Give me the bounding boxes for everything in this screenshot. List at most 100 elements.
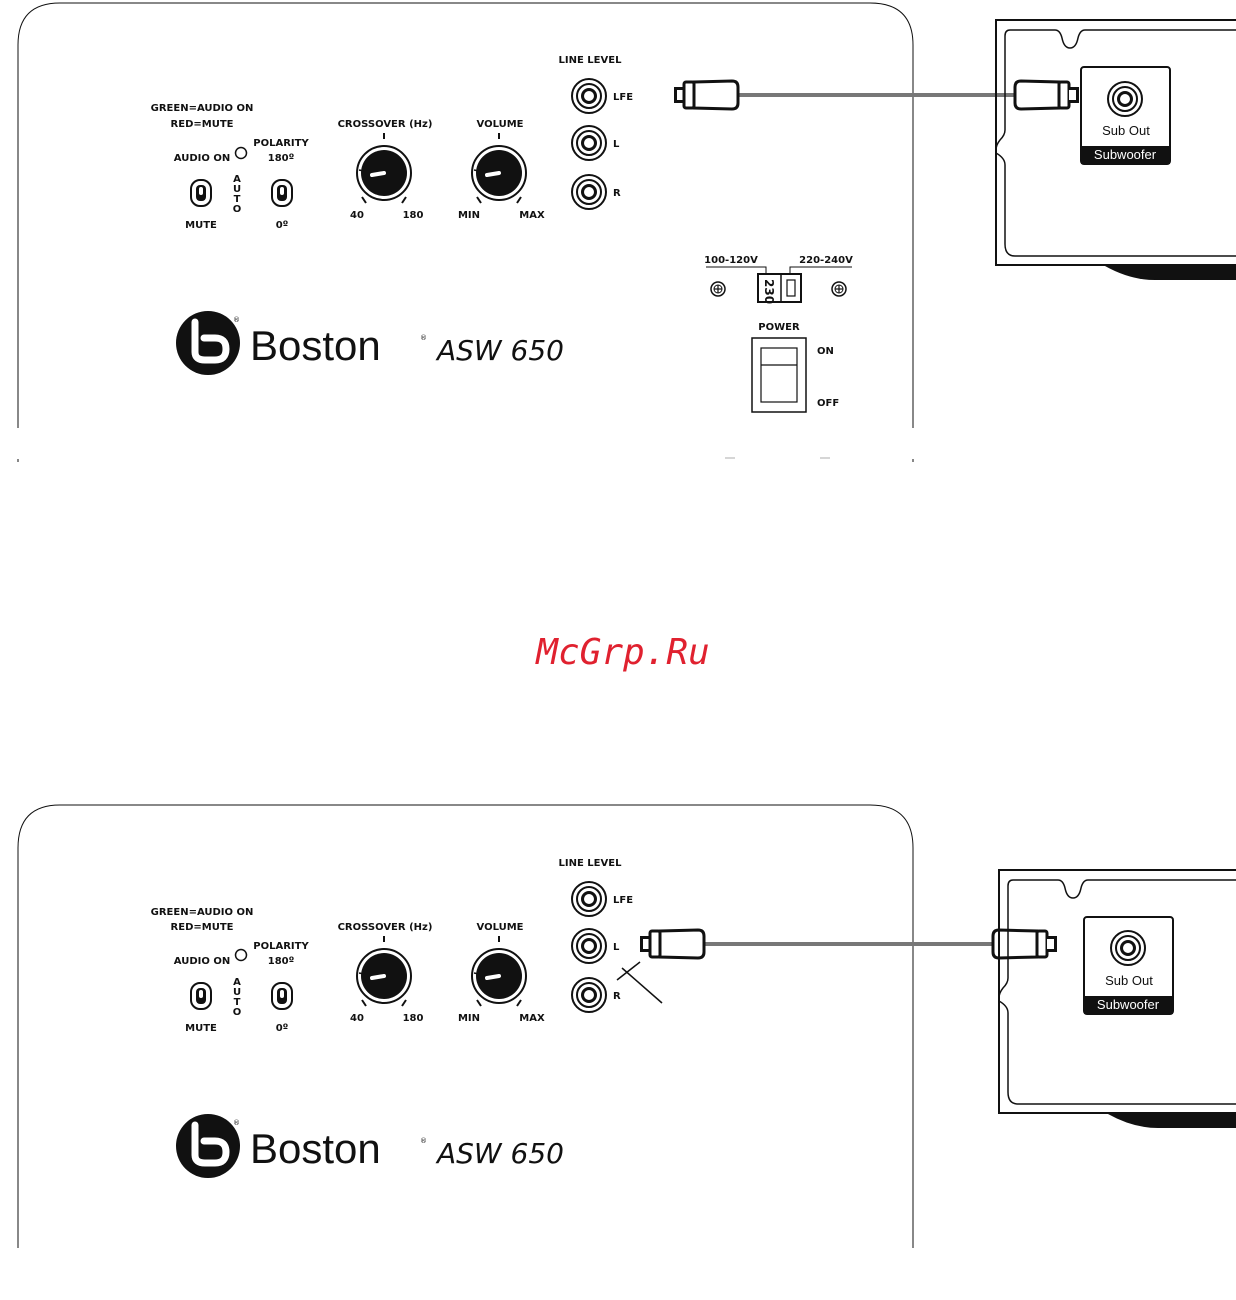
mute-switch[interactable]: [190, 179, 212, 207]
crossover-label: CROSSOVER (Hz): [338, 922, 433, 933]
crossover-knob[interactable]: [355, 144, 413, 202]
boston-logo-icon: [176, 311, 240, 375]
voltage-low-label: 100-120V: [704, 255, 758, 266]
screw-icon: [710, 281, 726, 297]
volume-label: VOLUME: [477, 119, 524, 130]
polarity-0-label: 0º: [276, 1023, 289, 1034]
polarity-0-label: 0º: [276, 220, 289, 231]
panel-2: GREEN=AUDIO ON RED=MUTE AUDIO ON MUTE A …: [17, 804, 1236, 1248]
rca-plug: [672, 79, 740, 111]
crossover-label: CROSSOVER (Hz): [338, 119, 433, 130]
polarity-label: POLARITY: [253, 941, 309, 952]
rca-plug: [991, 928, 1059, 960]
right-label: R: [613, 991, 621, 1002]
volume-label: VOLUME: [477, 922, 524, 933]
amp-panel-outline: [17, 2, 914, 428]
polarity-label: POLARITY: [253, 138, 309, 149]
brand-name: Boston: [250, 322, 381, 369]
auto-letter: T: [234, 997, 241, 1008]
subwoofer-label: Subwoofer: [1094, 147, 1157, 162]
auto-letter: U: [233, 184, 241, 195]
lfe-label: LFE: [613, 92, 633, 103]
led-note-red: RED=MUTE: [171, 119, 234, 130]
lfe-jack[interactable]: [571, 78, 607, 114]
polarity-switch[interactable]: [271, 179, 293, 207]
auto-letter: T: [234, 194, 241, 205]
left-label: L: [613, 942, 620, 953]
audio-on-label: AUDIO ON: [174, 153, 230, 164]
auto-letter: U: [233, 987, 241, 998]
voltage-selector-switch[interactable]: 230: [757, 273, 802, 304]
auto-letter: O: [233, 204, 242, 215]
volume-min: MIN: [458, 210, 480, 221]
crossover-max: 180: [403, 1013, 424, 1024]
screw-icon: [831, 281, 847, 297]
power-off-label: OFF: [817, 398, 839, 409]
sub-out-label: Sub Out: [1105, 973, 1153, 988]
splitter-line: [616, 961, 641, 981]
sub-out-jack[interactable]: [1110, 930, 1146, 966]
rca-plug: [1013, 79, 1081, 111]
left-jack[interactable]: [571, 125, 607, 161]
svg-text:®: ®: [420, 1137, 427, 1145]
line-level-label: LINE LEVEL: [559, 55, 623, 66]
voltage-selector-value: 230: [762, 279, 776, 304]
auto-letter: O: [233, 1007, 242, 1018]
volume-knob[interactable]: [470, 144, 528, 202]
receiver-unit: Sub Out Subwoofer: [998, 869, 1236, 1128]
rca-plug: [638, 928, 706, 960]
svg-text:®: ®: [420, 334, 427, 342]
led-note-red: RED=MUTE: [171, 922, 234, 933]
audio-on-label: AUDIO ON: [174, 956, 230, 967]
crossover-min: 40: [350, 210, 364, 221]
polarity-switch[interactable]: [271, 982, 293, 1010]
svg-text:®: ®: [233, 316, 240, 324]
line-level-label: LINE LEVEL: [559, 858, 623, 869]
mute-switch[interactable]: [190, 982, 212, 1010]
led-note-green: GREEN=AUDIO ON: [151, 907, 254, 918]
power-label: POWER: [758, 322, 800, 333]
amp-panel-outline: [17, 804, 914, 1248]
model-name: ASW 650: [435, 1137, 564, 1170]
mute-label: MUTE: [185, 1023, 217, 1034]
brand-name: Boston: [250, 1125, 381, 1172]
volume-min: MIN: [458, 1013, 480, 1024]
lfe-jack[interactable]: [571, 881, 607, 917]
crossover-knob[interactable]: [355, 947, 413, 1005]
right-jack[interactable]: [571, 977, 607, 1013]
status-led: [234, 146, 248, 160]
auto-letter: A: [233, 174, 241, 185]
right-label: R: [613, 188, 621, 199]
model-name: ASW 650: [435, 334, 564, 367]
sub-out-jack[interactable]: [1107, 81, 1143, 117]
right-jack[interactable]: [571, 174, 607, 210]
lfe-label: LFE: [613, 895, 633, 906]
auto-letter: A: [233, 977, 241, 988]
receiver-unit: Sub Out Subwoofer: [995, 19, 1236, 280]
power-switch[interactable]: [751, 337, 807, 413]
left-jack[interactable]: [571, 928, 607, 964]
sub-out-label: Sub Out: [1102, 123, 1150, 138]
crossover-max: 180: [403, 210, 424, 221]
status-led: [234, 948, 248, 962]
boston-logo: ® Boston ® ASW 650: [176, 311, 564, 375]
led-note-green: GREEN=AUDIO ON: [151, 103, 254, 114]
polarity-180-label: 180º: [268, 956, 295, 967]
svg-text:®: ®: [233, 1119, 240, 1127]
crossover-min: 40: [350, 1013, 364, 1024]
volume-max: MAX: [519, 1013, 545, 1024]
left-label: L: [613, 139, 620, 150]
panel-1: GREEN=AUDIO ON RED=MUTE AUDIO ON MUTE A …: [17, 2, 1236, 462]
power-on-label: ON: [817, 346, 834, 357]
voltage-high-label: 220-240V: [799, 255, 853, 266]
splitter-line: [621, 967, 663, 1004]
boston-logo-icon: [176, 1114, 240, 1178]
watermark: McGrp.Ru: [534, 632, 709, 673]
volume-max: MAX: [519, 210, 545, 221]
boston-logo: ® Boston ® ASW 650: [176, 1114, 564, 1178]
mute-label: MUTE: [185, 220, 217, 231]
volume-knob[interactable]: [470, 947, 528, 1005]
subwoofer-label: Subwoofer: [1097, 997, 1160, 1012]
polarity-180-label: 180º: [268, 153, 295, 164]
